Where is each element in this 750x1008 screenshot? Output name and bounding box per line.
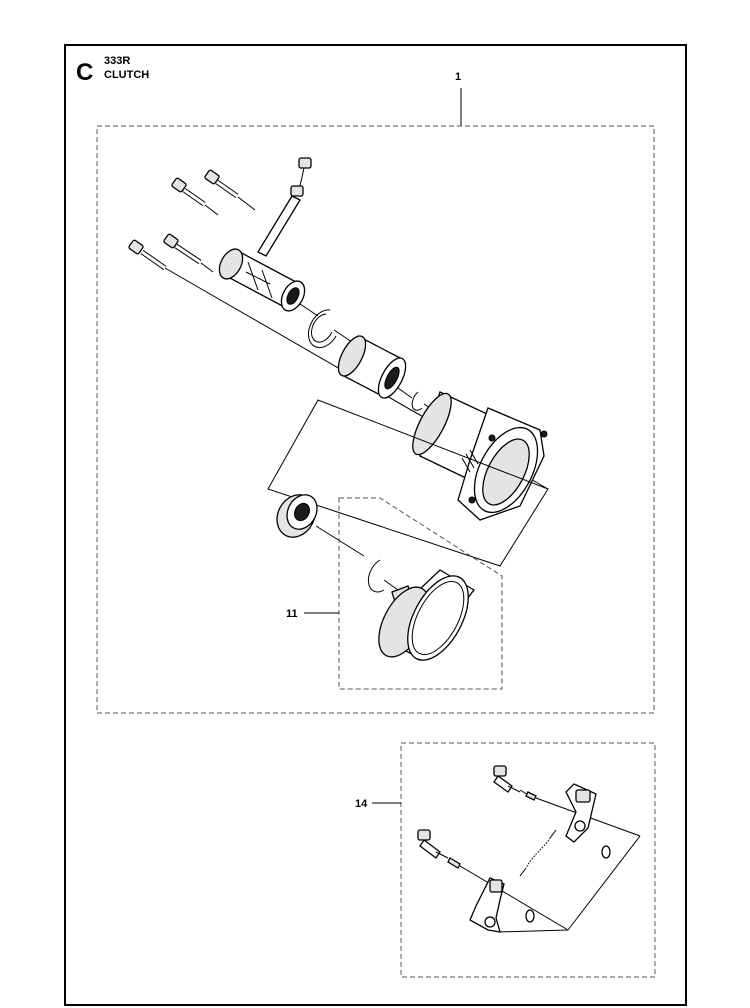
screw-c: [128, 239, 167, 271]
bearing-subgroup-outline: [267, 399, 549, 567]
clutch-housing: [412, 391, 548, 521]
screw-b: [204, 169, 256, 211]
callout-11: 11: [286, 608, 298, 620]
bearing-sleeve: [337, 335, 407, 399]
clutch-assembly-group: [96, 125, 655, 714]
shaft-tube: [218, 248, 306, 312]
shoe-bolt-upper: [493, 765, 537, 801]
tube-screw: [257, 157, 312, 257]
clutch-drum-group: [338, 497, 503, 690]
washer-lower: [525, 909, 535, 923]
clutch-drum: [378, 569, 475, 661]
clutch-shoe-lower: [469, 877, 505, 933]
model-label: 333R: [104, 55, 130, 67]
clutch-spring: [519, 829, 557, 877]
circlip-small: [411, 391, 423, 411]
shoe-bolt-lower: [417, 829, 461, 869]
circlip-upper: [308, 309, 337, 349]
clutch-shoe-upper: [565, 783, 597, 843]
washer-upper: [601, 845, 611, 859]
section-title: CLUTCH: [104, 69, 149, 81]
circlip-lower: [367, 559, 385, 593]
callout-1: 1: [455, 71, 461, 83]
screw-d: [163, 233, 214, 273]
section-letter: C: [76, 59, 93, 86]
ball-bearing: [276, 494, 318, 538]
clutch-shoe-kit-group: [400, 742, 656, 978]
callout-14: 14: [355, 798, 368, 810]
page-border: [64, 44, 687, 1006]
screw-a: [171, 177, 219, 216]
